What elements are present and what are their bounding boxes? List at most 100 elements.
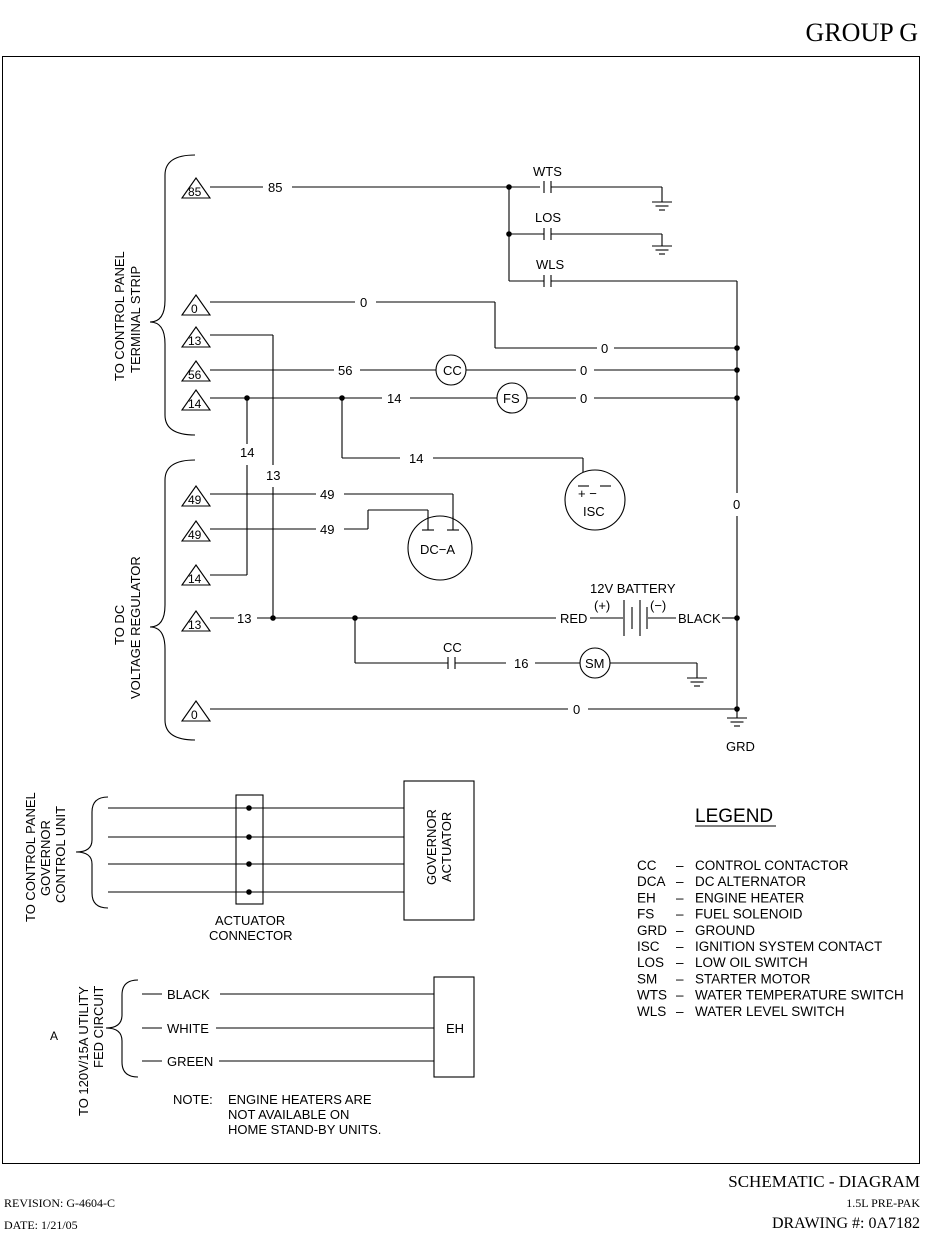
svg-text:WTS: WTS xyxy=(533,164,562,179)
svg-text:ISC: ISC xyxy=(583,504,605,519)
svg-text:49: 49 xyxy=(188,528,202,542)
legend-row: CC–CONTROL CONTACTOR xyxy=(637,858,849,873)
svg-text:85: 85 xyxy=(268,180,282,195)
legend-desc: DC ALTERNATOR xyxy=(695,874,806,889)
legend-row: WLS–WATER LEVEL SWITCH xyxy=(637,1004,845,1019)
legend-abbr: WLS xyxy=(637,1004,666,1019)
legend-row: GRD–GROUND xyxy=(637,923,755,938)
terminal-14-top: 14 xyxy=(181,389,211,411)
svg-text:WHITE: WHITE xyxy=(167,1021,209,1036)
label-governor-2: GOVERNOR xyxy=(38,820,53,896)
svg-text:DC−A: DC−A xyxy=(420,542,455,557)
legend-abbr: DCA xyxy=(637,874,666,889)
svg-text:56: 56 xyxy=(188,368,202,382)
svg-text:CC: CC xyxy=(443,640,462,655)
wire-14-isc: 14 xyxy=(341,398,584,486)
drawing-title: SCHEMATIC - DIAGRAM xyxy=(728,1172,920,1191)
solenoid-fs: FS xyxy=(496,382,528,414)
legend-dash: – xyxy=(676,988,684,1003)
svg-text:56: 56 xyxy=(338,363,352,378)
legend-row: LOS–LOW OIL SWITCH xyxy=(637,955,808,970)
svg-text:0: 0 xyxy=(191,708,198,722)
legend-desc: FUEL SOLENOID xyxy=(695,907,803,922)
group-label: GROUP G xyxy=(805,18,918,47)
side-mark: A xyxy=(50,1029,58,1043)
governor-wires xyxy=(108,807,404,893)
drawing-model: 1.5L PRE-PAK xyxy=(846,1196,920,1210)
wire-14: 14 0 xyxy=(210,391,737,406)
legend-desc: GROUND xyxy=(695,923,755,938)
legend-row: FS–FUEL SOLENOID xyxy=(637,907,803,922)
terminal-13-top: 13 xyxy=(181,326,211,348)
legend-title: LEGEND xyxy=(695,806,773,827)
svg-text:EH: EH xyxy=(446,1021,464,1036)
label-utility-1: TO 120V/15A UTILITY xyxy=(76,986,91,1116)
svg-text:NOTE:: NOTE: xyxy=(173,1092,213,1107)
svg-text:HOME STAND-BY UNITS.: HOME STAND-BY UNITS. xyxy=(228,1122,381,1137)
governor-actuator: GOVERNOR ACTUATOR xyxy=(403,780,475,921)
terminal-13-bottom: 13 xyxy=(181,610,211,632)
legend-abbr: SM xyxy=(637,971,657,986)
svg-text:0: 0 xyxy=(360,295,367,310)
svg-text:14: 14 xyxy=(188,397,202,411)
wire-0-bus: 0 xyxy=(733,281,740,718)
terminal-0-bottom: 0 xyxy=(181,700,211,722)
legend-desc: LOW OIL SWITCH xyxy=(695,955,808,970)
legend-dash: – xyxy=(676,890,684,905)
terminal-85: 85 xyxy=(181,177,211,199)
svg-text:14: 14 xyxy=(409,451,423,466)
svg-text:(+): (+) xyxy=(594,598,610,613)
label-utility-2: FED CIRCUIT xyxy=(91,986,106,1068)
ground-sm xyxy=(686,677,708,687)
wire-0-bottom: 0 xyxy=(210,702,737,717)
svg-text:14: 14 xyxy=(188,572,202,586)
svg-text:0: 0 xyxy=(191,302,198,316)
svg-text:13: 13 xyxy=(266,468,280,483)
label-grd: GRD xyxy=(726,739,755,754)
legend-abbr: WTS xyxy=(637,988,667,1003)
wire-16-starter: CC 16 xyxy=(354,618,698,678)
wire-0-top: 0 0 xyxy=(210,295,737,356)
legend-dash: – xyxy=(676,971,684,986)
svg-text:85: 85 xyxy=(188,185,202,199)
brace-utility xyxy=(105,979,139,1078)
contact-isc: + − ISC xyxy=(564,469,626,531)
battery-12v: 12V BATTERY (+) (−) xyxy=(590,581,676,636)
heater-wires: BLACK WHITE GREEN xyxy=(142,987,434,1069)
svg-text:0: 0 xyxy=(580,391,587,406)
label-governor-1: TO CONTROL PANEL xyxy=(23,792,38,922)
legend-desc: CONTROL CONTACTOR xyxy=(695,858,849,873)
svg-text:LOS: LOS xyxy=(535,210,561,225)
legend-desc: WATER LEVEL SWITCH xyxy=(695,1004,845,1019)
alternator-dca: DC−A xyxy=(407,515,473,581)
brace-voltage-regulator xyxy=(149,459,196,741)
svg-text:0: 0 xyxy=(733,497,740,512)
ground-main xyxy=(726,717,748,727)
svg-text:CC: CC xyxy=(443,363,462,378)
svg-text:14: 14 xyxy=(387,391,401,406)
ground-los xyxy=(651,245,673,255)
svg-text:49: 49 xyxy=(320,522,334,537)
legend-abbr: FS xyxy=(637,907,654,922)
drawing-number: DRAWING #: 0A7182 xyxy=(771,1215,920,1232)
legend-abbr: LOS xyxy=(637,955,664,970)
note: NOTE: ENGINE HEATERS ARE NOT AVAILABLE O… xyxy=(173,1092,381,1137)
label-voltage-reg-2: VOLTAGE REGULATOR xyxy=(128,556,143,699)
svg-text:GOVERNOR: GOVERNOR xyxy=(424,809,439,885)
legend-desc: ENGINE HEATER xyxy=(695,890,805,905)
label-control-panel-1: TO CONTROL PANEL xyxy=(112,251,127,381)
motor-sm: SM xyxy=(579,647,611,679)
wire-49-a: 49 xyxy=(210,487,454,530)
svg-text:(−): (−) xyxy=(650,598,666,613)
svg-text:SM: SM xyxy=(585,656,605,671)
svg-text:0: 0 xyxy=(573,702,580,717)
svg-text:ACTUATOR: ACTUATOR xyxy=(439,812,454,882)
label-governor-3: CONTROL UNIT xyxy=(53,806,68,903)
legend-row: WTS–WATER TEMPERATURE SWITCH xyxy=(637,988,904,1003)
engine-heater: EH xyxy=(433,976,475,1078)
svg-text:BLACK: BLACK xyxy=(678,611,721,626)
legend-dash: – xyxy=(676,858,684,873)
svg-text:NOT AVAILABLE ON: NOT AVAILABLE ON xyxy=(228,1107,349,1122)
legend-abbr: EH xyxy=(637,890,656,905)
